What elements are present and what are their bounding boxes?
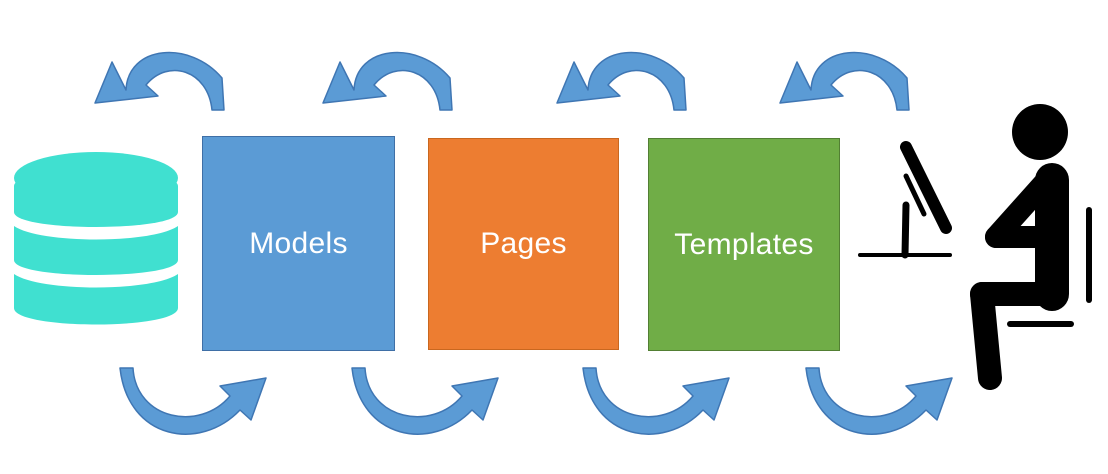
pages-box: Pages xyxy=(428,138,619,350)
user-at-computer-icon xyxy=(858,104,1092,390)
curved-arrow-right-icon xyxy=(351,367,499,435)
curved-arrow-left-icon xyxy=(322,51,453,111)
templates-label: Templates xyxy=(674,227,814,261)
pages-label: Pages xyxy=(480,227,567,260)
templates-box: Templates xyxy=(648,138,840,351)
curved-arrow-left-icon xyxy=(94,51,225,111)
curved-arrow-left-icon xyxy=(556,51,687,111)
curved-arrow-right-icon xyxy=(582,367,730,435)
curved-arrow-right-icon xyxy=(805,367,953,435)
curved-arrow-right-icon xyxy=(119,367,267,435)
models-label: Models xyxy=(249,226,348,260)
curved-arrow-left-icon xyxy=(779,51,910,111)
models-box: Models xyxy=(202,136,395,351)
database-icon xyxy=(14,152,178,325)
